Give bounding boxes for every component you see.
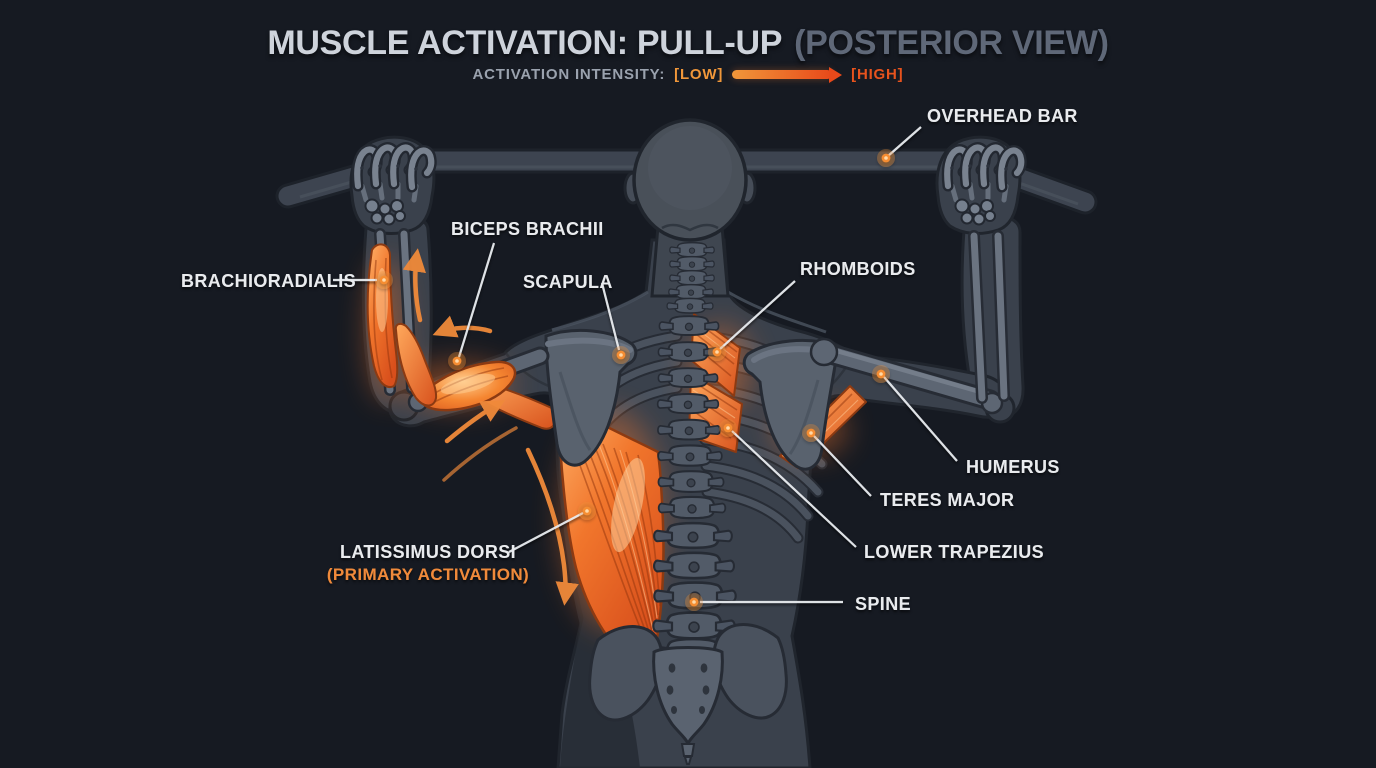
pelvis (588, 623, 788, 765)
intensity-legend: ACTIVATION INTENSITY: [LOW] [HIGH] (0, 66, 1376, 83)
annotation-humerus: HUMERUS (872, 365, 1060, 477)
coccyx (680, 743, 696, 765)
annotation-biceps-brachii: BICEPS BRACHII (448, 219, 604, 370)
intensity-gradient-arrow-icon (732, 66, 843, 83)
biceps-brachii-muscle (418, 360, 517, 412)
anchor-dot (612, 346, 630, 364)
anchor-dot (375, 271, 393, 289)
anchor-dot (448, 352, 466, 370)
annotation-label: SPINE (855, 594, 911, 614)
annotation-latissimus-dorsi: LATISSIMUS DORSI (PRIMARY ACTIVATION) (327, 502, 596, 584)
annotation-teres-major: TERES MAJOR (802, 424, 1014, 510)
anchor-dot (802, 424, 820, 442)
right-iliac-wing (712, 623, 788, 720)
annotation-label: LATISSIMUS DORSI (340, 542, 516, 562)
title-main: MUSCLE ACTIVATION: PULL-UP (267, 24, 783, 62)
annotation-note: (PRIMARY ACTIVATION) (327, 565, 529, 584)
annotation-scapula: SCAPULA (523, 272, 630, 364)
legend-low: [LOW] (674, 66, 724, 83)
anchor-dot (877, 149, 895, 167)
anchor-dot (685, 593, 703, 611)
down-arrow (525, 447, 579, 606)
legend-high: [HIGH] (851, 66, 904, 83)
annotation-label: HUMERUS (966, 457, 1060, 477)
hand-bones (357, 148, 1021, 226)
page-title: MUSCLE ACTIVATION: PULL-UP (POSTERIOR VIE… (0, 24, 1376, 63)
annotation-label: BICEPS BRACHII (451, 219, 604, 239)
annotation-label: TERES MAJOR (880, 490, 1014, 510)
head (623, 118, 757, 242)
left-arrow (432, 315, 493, 338)
anchor-dot (719, 419, 737, 437)
anchor-dot (708, 343, 726, 361)
legend-label: ACTIVATION INTENSITY: (472, 66, 666, 83)
left-iliac-wing (588, 625, 664, 722)
annotation-label: LOWER TRAPEZIUS (864, 542, 1044, 562)
annotation-label: RHOMBOIDS (800, 259, 916, 279)
left-scapula (544, 328, 638, 467)
title-suffix: (POSTERIOR VIEW) (794, 24, 1109, 62)
annotations: OVERHEAD BAR BICEPS BRACHII BRACHIORADIA… (181, 106, 1078, 614)
up-arrow (402, 248, 426, 323)
annotation-spine: SPINE (685, 593, 911, 614)
occiput-line (661, 223, 719, 232)
annotation-lower-trapezius: LOWER TRAPEZIUS (719, 419, 1044, 562)
annotation-rhomboids: RHOMBOIDS (708, 259, 916, 361)
annotation-label: SCAPULA (523, 272, 613, 292)
annotation-overhead-bar: OVERHEAD BAR (877, 106, 1078, 167)
annotation-label: BRACHIORADIALIS (181, 271, 356, 291)
anchor-dot (578, 502, 596, 520)
sacrum (652, 646, 724, 765)
motion-trail-line (442, 426, 518, 482)
motion-arrows (402, 248, 579, 606)
annotation-label: OVERHEAD BAR (927, 106, 1078, 126)
up-right-arrow (444, 400, 506, 444)
annotation-brachioradialis: BRACHIORADIALIS (181, 271, 393, 291)
anchor-dot (872, 365, 890, 383)
latissimus-dorsi-muscle (556, 399, 665, 664)
